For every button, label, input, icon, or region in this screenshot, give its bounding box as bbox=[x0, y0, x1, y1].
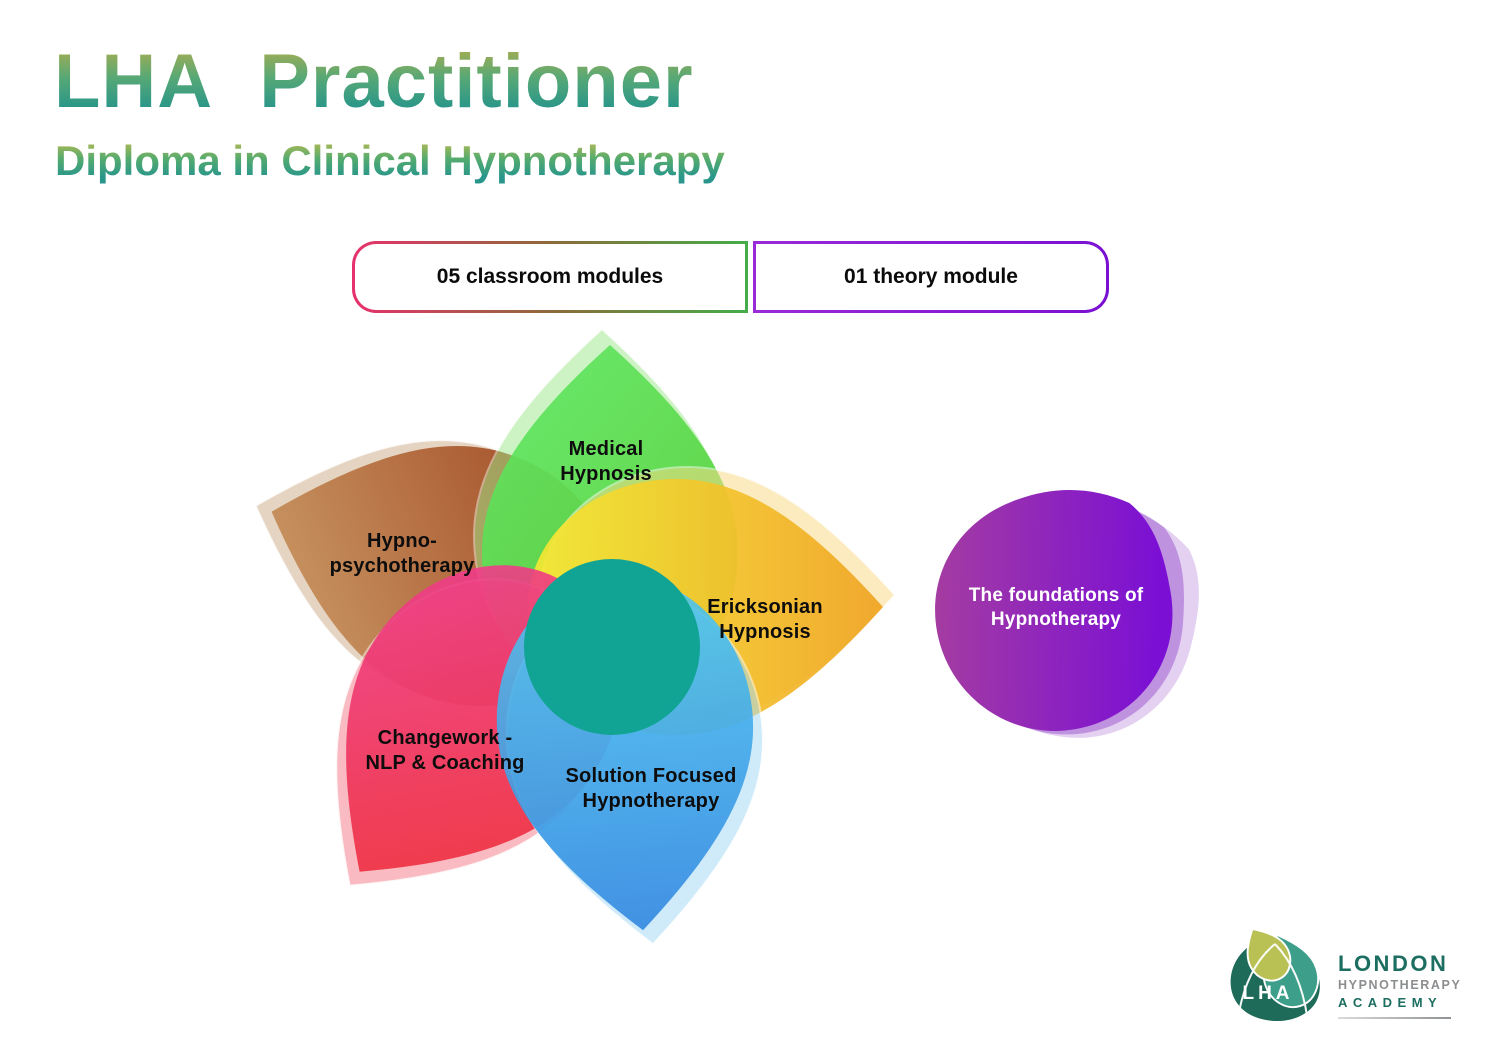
label-hypno-line2: psychotherapy bbox=[329, 555, 475, 577]
label-solution-line1: Solution Focused bbox=[565, 765, 737, 787]
logo-arc-right bbox=[1274, 943, 1309, 1024]
label-foundations-line2: Hypnotherapy bbox=[990, 609, 1122, 630]
label-ericksonian-line1: Ericksonian bbox=[707, 596, 823, 618]
page-subtitle: Diploma in Clinical Hypnotherapy bbox=[55, 137, 725, 184]
label-changework-line2: NLP & Coaching bbox=[365, 752, 525, 774]
label-solution-line2: Hypnotherapy bbox=[582, 790, 720, 812]
flower-center bbox=[524, 559, 700, 735]
modules-bar: 05 classroom modules 01 theory module bbox=[352, 241, 1109, 313]
label-foundations-line1: The foundations of bbox=[968, 585, 1144, 606]
classroom-modules-pill: 05 classroom modules bbox=[352, 241, 748, 313]
logo-monogram: LHA bbox=[1242, 983, 1293, 1004]
label-changework-nlp: Changework - NLP & Coaching bbox=[365, 726, 524, 776]
logo-word-academy: ACADEMY bbox=[1338, 994, 1443, 1010]
label-foundations: The foundations of Hypnotherapy bbox=[969, 584, 1144, 632]
label-medical-line1: Medical bbox=[568, 438, 644, 460]
logo-wordmark: LONDON HYPNOTHERAPY ACADEMY bbox=[1338, 953, 1461, 1019]
theory-module-label: 01 theory module bbox=[844, 265, 1018, 288]
lha-logo-mark-icon: LHA bbox=[1230, 922, 1322, 1024]
label-hypno-psychotherapy: Hypno- psychotherapy bbox=[330, 529, 475, 579]
label-ericksonian-hypnosis: Ericksonian Hypnosis bbox=[707, 595, 823, 645]
label-hypno-line1: Hypno- bbox=[366, 530, 438, 552]
logo-word-london: LONDON bbox=[1338, 951, 1449, 976]
label-changework-line1: Changework - bbox=[377, 727, 513, 749]
theory-module-pill: 01 theory module bbox=[753, 241, 1109, 313]
label-medical-line2: Hypnosis bbox=[560, 463, 652, 485]
label-ericksonian-line2: Hypnosis bbox=[719, 621, 811, 643]
logo-word-hypnotherapy: HYPNOTHERAPY bbox=[1338, 978, 1462, 992]
label-solution-focused: Solution Focused Hypnotherapy bbox=[566, 764, 737, 814]
classroom-modules-label: 05 classroom modules bbox=[436, 265, 664, 288]
logo-rule bbox=[1338, 1016, 1451, 1019]
lha-logo: LHA LONDON HYPNOTHERAPY ACADEMY bbox=[1222, 922, 1461, 1028]
label-medical-hypnosis: Medical Hypnosis bbox=[560, 437, 652, 487]
logo-arc-left bbox=[1238, 943, 1276, 1013]
